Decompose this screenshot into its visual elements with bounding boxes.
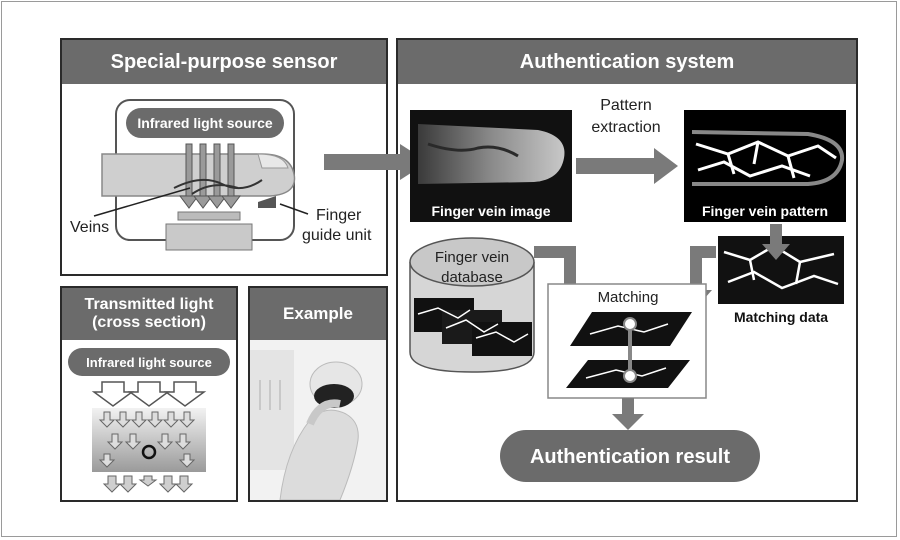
database-record-images [414,298,532,356]
auth-panel-title: Authentication system [398,40,856,84]
database-label-line1: Finger vein [435,249,509,266]
transmitted-illustration: Infrared light source [68,348,230,493]
matching-data-label-bg [718,304,844,328]
transmitted-title-line1: Transmitted light [84,295,214,313]
sensor-illustration: Infrared light source Veins Finger [70,99,372,251]
example-photo [250,340,386,500]
sensor-light-source-label: Infrared light source [137,115,273,131]
outgoing-light-arrows [102,475,194,493]
database-label-line2: database [441,269,503,286]
matching-data-label: Matching data [734,309,828,325]
transmitted-panel-title: Transmitted light (cross section) [62,288,236,340]
finger-vein-image-label-bg [410,200,572,222]
hand-shape [279,409,359,500]
finger-guide-unit [258,196,276,208]
finger-vein-pattern-label: Finger vein pattern [702,203,828,219]
keyboard-shape [250,350,294,470]
veins-pointer-line [93,187,191,217]
pattern-extraction-line2: extraction [591,119,660,136]
finger-vein-image-label: Finger vein image [431,203,550,219]
pattern-extraction-line1: Pattern [600,97,652,114]
sensor-light-arrows [179,143,241,209]
sensor-light-source-pill [126,108,284,138]
transmitted-title-line2: (cross section) [92,314,206,331]
camera-body [165,223,253,251]
transmitted-panel: Transmitted light (cross section) Infrar… [60,286,238,502]
pattern-to-data-arrow [762,224,790,260]
matching-point-lower [623,369,637,383]
vein-cross-section [141,444,157,460]
vein-lines [173,178,263,195]
sensor-to-auth-arrow [324,144,428,180]
transmitted-light-source-pill [68,348,230,376]
veins-label: Veins [70,219,109,236]
matching-label: Matching [598,289,659,306]
incoming-light-arrows [91,381,207,407]
sensor-panel-title: Special-purpose sensor [62,40,386,84]
fingernail-shape [257,153,289,169]
finger-shape [101,153,296,197]
authentication-result-label: Authentication result [530,446,730,468]
matching-to-result-arrow [612,398,644,430]
example-panel: Example [248,286,388,502]
example-panel-title: Example [250,288,386,340]
database-top [409,237,535,287]
scattered-light-arrows [98,411,196,468]
auth-illustration: Finger vein image Pattern extraction Fin… [409,97,846,482]
pattern-extraction-arrow [576,148,678,184]
guide-label-line1: Finger [316,207,362,224]
finger-vein-pattern-label-bg [684,200,846,222]
sensor-panel: Special-purpose sensor Infrared light so… [60,38,388,276]
transmitted-light-source-label: Infrared light source [86,355,212,370]
camera-plate [177,211,241,221]
guide-label-line2: guide unit [302,227,372,244]
guide-pointer-line [279,203,309,215]
matching-point-upper [623,317,637,331]
authentication-result-pill [500,430,760,482]
